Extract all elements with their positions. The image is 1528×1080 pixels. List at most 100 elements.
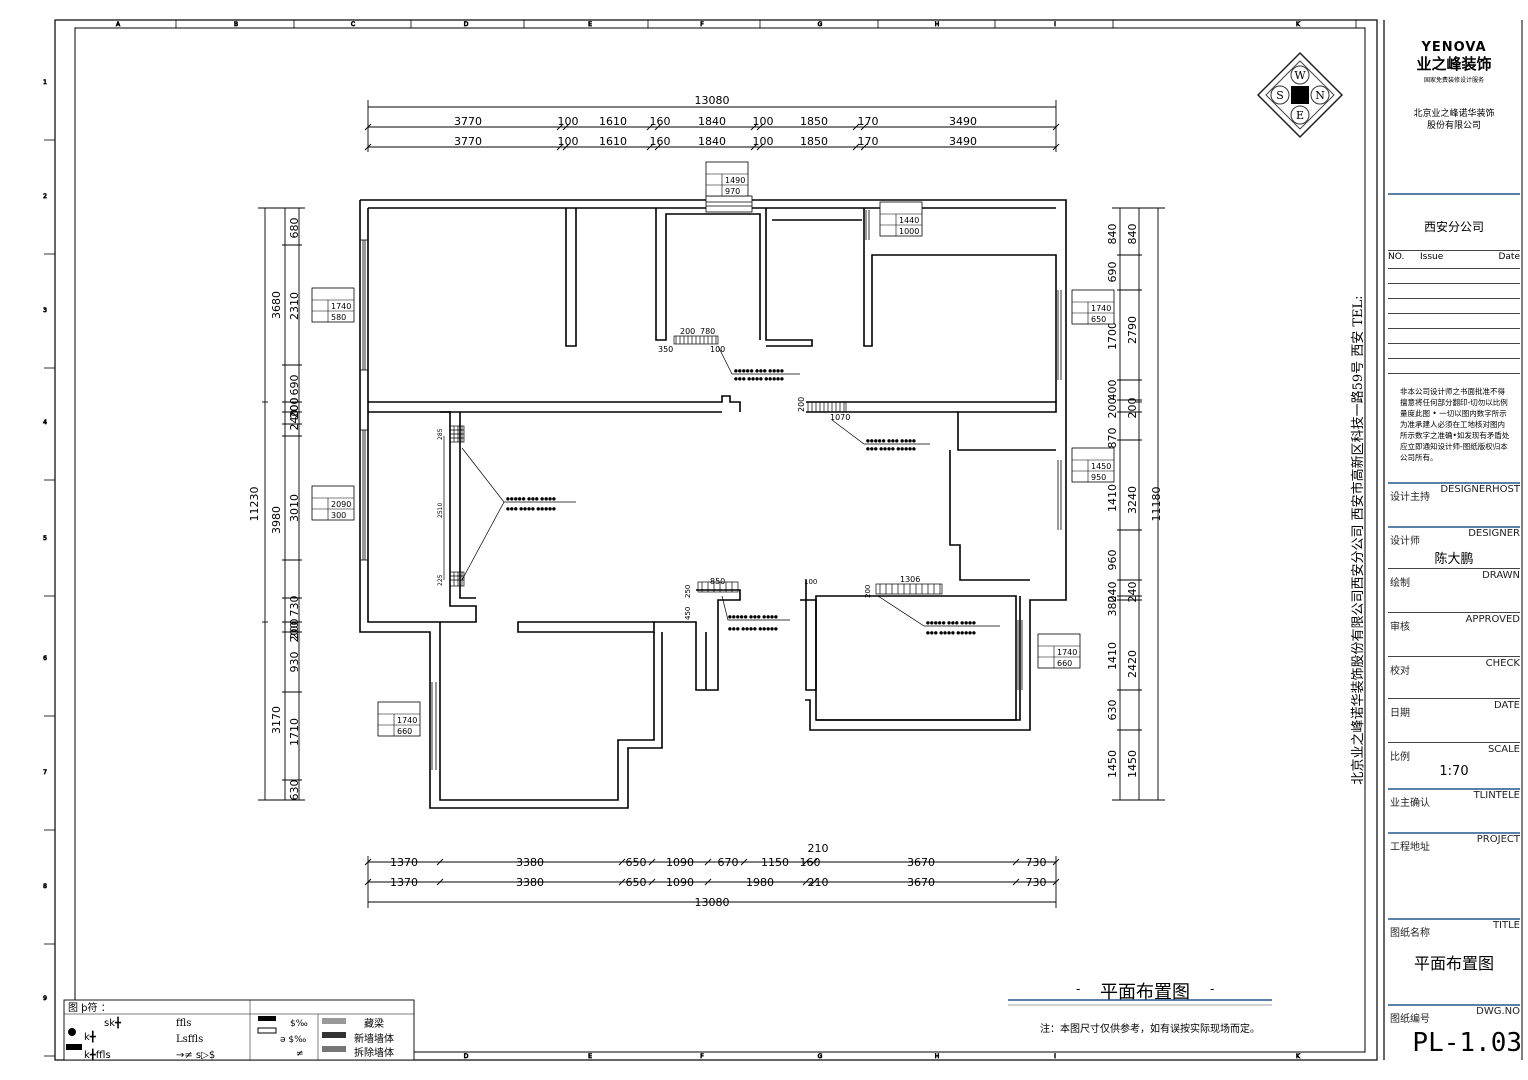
dim-label: 1370 (390, 856, 418, 869)
bottom-above-dim: 210 (808, 842, 829, 855)
dim-label: 3010 (288, 494, 301, 522)
field-label-en: SCALE (1487, 744, 1520, 755)
border-col-label: D (464, 1053, 469, 1060)
window-tags: 1490970144010001740580174065020903001450… (311, 161, 1115, 737)
dim-label: 1450 (1106, 750, 1119, 778)
dim-label: 200 (1106, 398, 1119, 419)
dim-label: 630 (288, 780, 301, 801)
notice-text: 非本公司设计师之书面批准不得擅意将任何部分翻印-切勿以比例量度此图 • 一切以图… (1400, 387, 1510, 462)
field-value: PL-1.03 (1412, 1028, 1522, 1058)
border-col-label: C (351, 21, 355, 28)
title-block: YENOVA 业之峰装饰 国家免费装修设计服务 北京业之峰诺华装饰 股份有限公司… (1388, 40, 1522, 1058)
compass-w: W (1294, 69, 1306, 82)
radiator-hatches (443, 335, 943, 595)
svg-text:225: 225 (437, 574, 444, 586)
dim-label: 3490 (949, 115, 977, 128)
dim-label: 1850 (800, 135, 828, 148)
field-value: 陈大鹏 (1434, 552, 1474, 567)
right-total-dim: 11180 (1150, 487, 1163, 522)
dim-label: 960 (1106, 550, 1119, 571)
dim-label: 400 (1106, 380, 1119, 401)
svg-text:→≠ s▷$: →≠ s▷$ (176, 1050, 215, 1061)
window-width: 1490 (725, 176, 745, 185)
field-label-en: DWG.NO (1476, 1006, 1520, 1017)
window-width: 1440 (899, 216, 919, 225)
field-label-en: TITLE (1492, 920, 1520, 931)
legend-title: 图 þ符 ： (68, 1001, 111, 1014)
border-row-label: 1 (43, 79, 47, 86)
dim-label: 1610 (599, 115, 627, 128)
border-col-label: I (1054, 21, 1056, 28)
field-label-cn: 日期 (1390, 708, 1410, 719)
svg-text:-: - (1210, 982, 1214, 996)
svg-text:k╋ffls: k╋ffls (84, 1048, 111, 1061)
svg-text:200: 200 (864, 585, 872, 598)
border-row-label: 7 (43, 769, 47, 776)
svg-text:●●● ●●●● ●●●●●: ●●● ●●●● ●●●●● (734, 377, 784, 382)
vertical-company-text: 北京业之峰诺华装饰股份有限公司西安分公司 西安市高新区科技一路59号 西安 TE… (1350, 295, 1366, 784)
dim-label: 730 (1026, 876, 1047, 889)
svg-text:sk╋: sk╋ (104, 1016, 122, 1029)
outer-frame (54, 19, 1378, 1061)
border-col-label: H (935, 21, 940, 28)
dim-label: 3680 (270, 291, 283, 319)
dim-label: 3380 (516, 876, 544, 889)
dim-label: 160 (800, 856, 821, 869)
dim-label: 1370 (390, 876, 418, 889)
bottom-dimension-lines (364, 856, 1060, 908)
dim-label: 200 (1126, 398, 1139, 419)
svg-text:●●●●● ●●● ●●●●: ●●●●● ●●● ●●●● (866, 439, 916, 444)
right-dimension-lines (1112, 207, 1165, 801)
border-row-label: 5 (43, 535, 47, 542)
field-label-cn: 图纸名称 (1390, 928, 1430, 939)
dim-label: 840 (1126, 224, 1139, 245)
svg-text:●●●●● ●●● ●●●●: ●●●●● ●●● ●●●● (728, 615, 778, 620)
dim-label: 1840 (698, 135, 726, 148)
compass-e: E (1296, 109, 1304, 122)
svg-text:2510: 2510 (437, 503, 444, 518)
field-label-cn: 绘制 (1390, 578, 1410, 589)
window-width: 1740 (331, 302, 351, 311)
svg-text:850: 850 (710, 577, 725, 586)
dim-label: 650 (626, 856, 647, 869)
border-col-label: D (464, 21, 469, 28)
dim-label: 690 (1106, 262, 1119, 283)
legend-box: 图 þ符 ： sk╋ k╋ k╋ffls ffls Lsffls →≠ s▷$ … (63, 999, 415, 1061)
field-label-cn: 校对 (1390, 666, 1410, 677)
bottom-total-dim: 13080 (695, 896, 730, 909)
window-height: 300 (331, 511, 346, 520)
dim-label: 730 (288, 596, 301, 617)
dim-label: 240 (1126, 582, 1139, 603)
window-height: 1000 (899, 227, 919, 236)
compass-n: N (1315, 89, 1325, 102)
field-label-cn: 设计主持 (1390, 492, 1430, 503)
dim-label: 160 (650, 115, 671, 128)
border-row-label: 8 (43, 883, 47, 890)
svg-text:200: 200 (797, 397, 806, 412)
dim-label: 380 (1106, 596, 1119, 617)
window-height: 580 (331, 313, 346, 322)
dim-label: 1840 (698, 115, 726, 128)
border-col-label: K (1296, 21, 1301, 28)
dim-label: 1700 (1106, 322, 1119, 350)
svg-text:k╋: k╋ (84, 1030, 97, 1043)
dim-label: 1090 (666, 856, 694, 869)
annotation-notes: ●●●●● ●●● ●●●● ●●● ●●●● ●●●●● ●●●●● ●●● ●… (506, 369, 976, 636)
svg-text:ə $‰: ə $‰ (280, 1035, 306, 1045)
svg-text:285: 285 (437, 428, 444, 440)
small-dim-labels: 200 780 350 100 1070 200 285 2510 225 85… (437, 327, 920, 620)
annotation-leaders (461, 345, 1000, 627)
field-label-cn: 设计师 (1390, 536, 1420, 547)
border-row-label: 6 (43, 655, 47, 662)
top-total-dim: 13080 (695, 94, 730, 107)
dim-label: 2310 (288, 292, 301, 320)
dim-label: 100 (558, 135, 579, 148)
dim-label: 650 (626, 876, 647, 889)
svg-text:350: 350 (658, 345, 673, 354)
field-value: 平面布置图 (1413, 954, 1494, 973)
